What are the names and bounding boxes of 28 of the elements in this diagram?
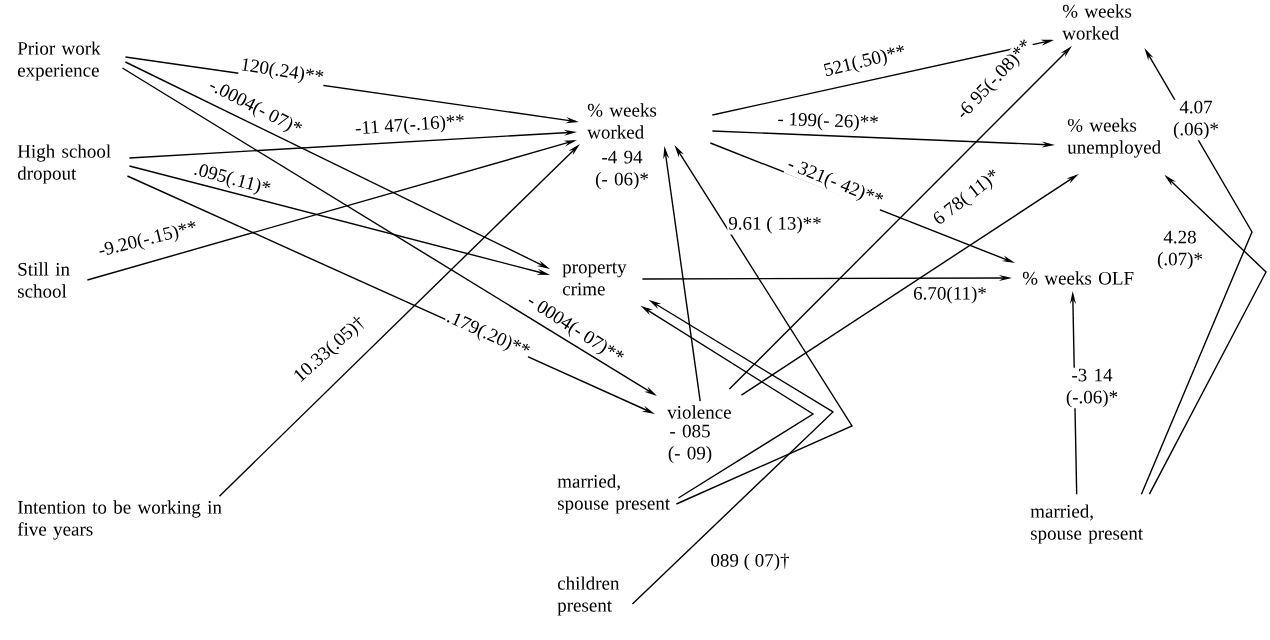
variable-label: Still in school <box>18 262 70 298</box>
variable-label: High school dropout <box>17 144 111 184</box>
variable-label: married, spouse present <box>1030 504 1143 544</box>
edge-label: 521(.50)** <box>821 42 909 82</box>
edge-label: -4 94 (- 06)* <box>591 149 653 191</box>
edge-label: 6.70(11)* <box>912 285 988 305</box>
variable-label: % weeks worked <box>1062 4 1132 40</box>
edge-label: -3 14 (-.06)* <box>1061 367 1123 409</box>
variable-label: property crime <box>562 262 627 296</box>
variable-label: % weeks OLF <box>1022 271 1134 285</box>
variable-label: Intention to be working in five years <box>17 500 222 540</box>
edge-label: 4.28 (.07)* <box>1151 229 1209 271</box>
variable-label: % weeks unemployed <box>1067 118 1161 158</box>
variable-label: children present <box>557 576 620 616</box>
variable-label: violence <box>667 405 731 419</box>
edge-label: 120(.24)** <box>238 55 326 89</box>
edge-label: 6 78( 11)* <box>929 165 1005 231</box>
edge-label: - 085 (- 09) <box>661 423 719 465</box>
edge-label: -11 47(-.16)** <box>353 112 467 140</box>
edge-label: 089 ( 07)† <box>709 552 791 572</box>
variable-label: % weeks worked <box>587 103 657 139</box>
edge-label: 9.61 ( 13)** <box>727 215 823 235</box>
edge-label: .095(.11)* <box>190 160 274 200</box>
edge-label: 4.07 (.06)* <box>1167 99 1225 141</box>
edge-label: - 199(- 26)** <box>776 110 880 134</box>
variable-label: married, spouse present <box>557 474 670 514</box>
edge-label: - 321(- 42)** <box>783 154 887 212</box>
variable-label: Prior work experience <box>17 41 101 81</box>
